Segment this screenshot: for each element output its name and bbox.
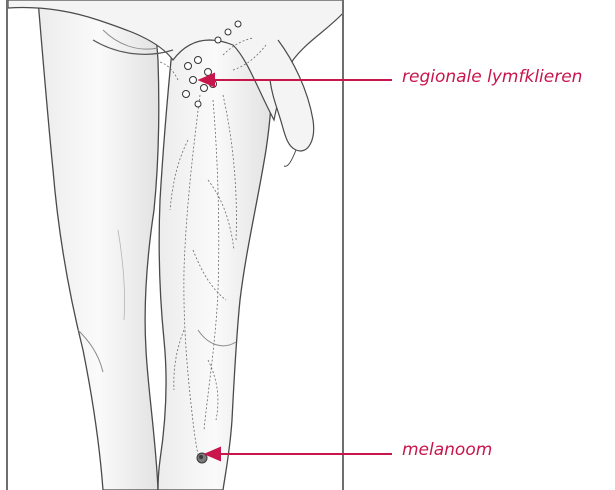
melanoma-label: melanoom — [402, 440, 492, 460]
melanoma-arrow — [206, 448, 392, 460]
lymph-nodes-arrow — [200, 74, 392, 86]
lymph-nodes-label: regionale lymfklieren — [402, 67, 582, 87]
